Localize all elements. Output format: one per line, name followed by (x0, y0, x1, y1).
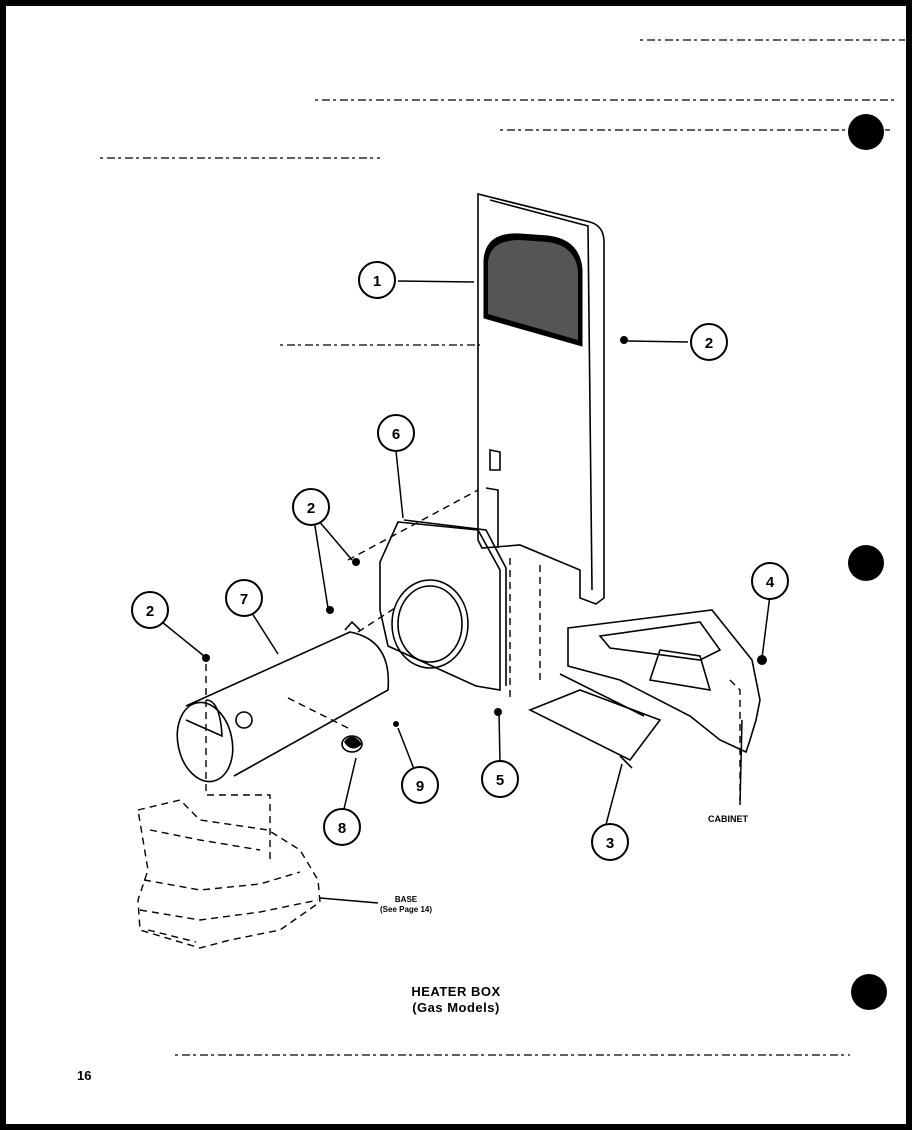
svg-text:4: 4 (766, 574, 775, 591)
binder-hole-icon (848, 545, 884, 581)
callout-3: 3 (591, 823, 629, 861)
page-number: 16 (77, 1068, 92, 1083)
callout-5: 5 (481, 760, 519, 798)
base-label-line-2: (See Page 14) (380, 905, 433, 914)
scan-noise (100, 39, 905, 1056)
svg-text:2: 2 (705, 335, 713, 352)
svg-text:9: 9 (416, 778, 424, 795)
diagram-title: HEATER BOX (Gas Models) (0, 984, 912, 1016)
svg-text:8: 8 (338, 820, 346, 837)
cabinet-label: CABINET (708, 814, 748, 824)
part-9-screw (393, 721, 399, 727)
part-1-panel (477, 192, 605, 605)
svg-text:6: 6 (392, 426, 400, 443)
binder-hole-icon (848, 114, 884, 150)
callout-7: 7 (225, 579, 263, 617)
callout-2-left: 2 (131, 591, 169, 629)
callout-2-mid: 2 (292, 488, 330, 526)
callout-2-top: 2 (690, 323, 728, 361)
part-6-frame (379, 519, 507, 691)
title-line-2: (Gas Models) (412, 1000, 500, 1015)
base-outline (137, 799, 321, 949)
callout-8: 8 (323, 808, 361, 846)
part-7-burner-tube (176, 620, 390, 783)
leader-lines (161, 280, 771, 904)
screws (202, 336, 767, 716)
base-label-line-1: BASE (394, 895, 418, 904)
svg-text:5: 5 (496, 772, 504, 789)
alignment-lines (205, 489, 741, 860)
svg-text:2: 2 (307, 500, 315, 517)
binder-hole-icon (851, 974, 887, 1010)
svg-text:1: 1 (373, 273, 381, 290)
part-4-bracket (567, 609, 761, 754)
part-3-shelf (528, 673, 662, 769)
title-line-1: HEATER BOX (411, 984, 501, 999)
svg-text:3: 3 (606, 835, 614, 852)
part-8-fitting (341, 735, 363, 753)
callout-9: 9 (401, 766, 439, 804)
svg-text:7: 7 (240, 591, 248, 608)
base-label: BASE (See Page 14) (380, 895, 432, 915)
callout-4: 4 (751, 562, 789, 600)
diagram-page (6, 6, 906, 1124)
callout-1: 1 (358, 261, 396, 299)
svg-text:2: 2 (146, 603, 154, 620)
callout-6: 6 (377, 414, 415, 452)
